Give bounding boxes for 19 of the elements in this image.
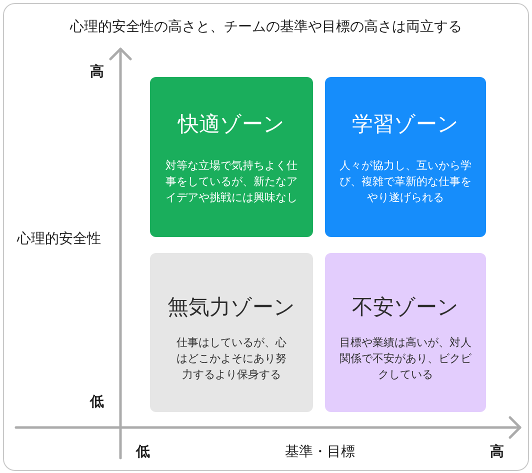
axis-title: 心理的安全性 — [17, 230, 101, 248]
axis-title: 基準・目標 — [285, 443, 355, 461]
zone-description: 対等な立場で気持ちよく仕事をしているが、新たなアイデアや挑戦には興味なし — [164, 158, 298, 206]
zone-box — [150, 77, 313, 237]
zone-box — [325, 77, 486, 237]
zone-box — [325, 253, 486, 412]
zone-title: 無気力ゾーン — [168, 294, 296, 320]
axis-end-label: 低 — [136, 443, 150, 461]
zone-description: 目標や業績は高いが、対人関係で不安があり、ビクビクしている — [338, 335, 472, 383]
zone-box — [150, 253, 313, 412]
zone-title: 不安ゾーン — [352, 294, 459, 320]
axis-end-label: 高 — [490, 443, 504, 461]
axis-end-label: 低 — [90, 393, 104, 411]
axis-end-label: 高 — [90, 63, 104, 81]
title: 心理的安全性の高さと、チームの基準や目標の高さは両立する — [70, 18, 462, 36]
zone-description: 人々が協力し、互いから学び、複雑で革新的な仕事をやり遂げられる — [338, 158, 472, 206]
zone-description: 仕事はしているが、心はどこかよそにあり努力するより保身する — [176, 335, 288, 383]
zone-title: 快適ゾーン — [178, 111, 285, 137]
zone-title: 学習ゾーン — [352, 111, 459, 137]
